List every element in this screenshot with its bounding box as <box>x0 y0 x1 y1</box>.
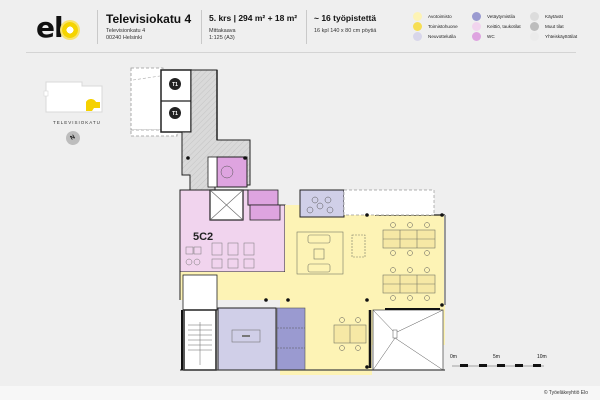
legend-item: Yhteiskäyttötilat <box>530 31 600 41</box>
footer-bar <box>0 386 600 400</box>
scale-tick-0: 0m <box>450 354 457 360</box>
legend-col-2: Vetäytymistila Keittiö, taukotilat WC <box>472 11 542 41</box>
legend-item: Avotoimisto <box>413 11 483 21</box>
legend-item: Vetäytymistila <box>472 11 542 21</box>
legend-item: Keittiö, taukotilat <box>472 21 542 31</box>
legend-item: Käytävät <box>530 11 600 21</box>
legend-item: Neuvottelutila <box>413 31 483 41</box>
address-line2: 00240 Helsinki <box>106 35 143 41</box>
legend-item: Muut tilat <box>530 21 600 31</box>
legend-col-1: Avotoimisto Toimistohuone Neuvottelutila <box>413 11 483 41</box>
scale-label: Mittakaava <box>209 28 236 34</box>
legend-col-3: Käytävät Muut tilat Yhteiskäyttötilat <box>530 11 600 41</box>
svg-text:T1: T1 <box>172 111 178 117</box>
legend-label: Toimistohuone <box>428 23 458 29</box>
scale-bar <box>452 364 544 367</box>
legend-label: Käytävät <box>545 13 563 19</box>
legend-label: Avotoimisto <box>428 13 452 19</box>
street-label: TELEVISIOKATU <box>53 120 101 125</box>
elo-logo: el <box>36 11 64 44</box>
legend-swatch <box>530 31 539 41</box>
logo-text: el <box>36 11 64 44</box>
legend-swatch <box>413 21 422 31</box>
workstations-count: ~ 16 työpistettä <box>314 13 377 23</box>
legend-label: Keittiö, taukotilat <box>487 23 521 29</box>
divider <box>97 10 98 44</box>
scale-tick-5: 5m <box>493 354 500 360</box>
legend-swatch <box>472 31 481 41</box>
legend-swatch <box>530 21 539 31</box>
legend-swatch <box>472 11 481 21</box>
legend-item: Toimistohuone <box>413 21 483 31</box>
legend-label: Vetäytymistila <box>487 13 516 19</box>
address-line1: Televisionkatu 4 <box>106 28 146 34</box>
header-rule-long <box>26 52 576 53</box>
scale-tick-10: 10m <box>537 354 547 360</box>
sun-logo-icon <box>62 22 78 38</box>
room-label-5c2: 5C2 <box>193 231 213 243</box>
legend-swatch <box>413 31 422 41</box>
floor-area: 5. krs | 294 m² + 18 m² <box>209 13 298 23</box>
legend-swatch <box>530 11 539 21</box>
legend-swatch <box>413 11 422 21</box>
legend-label: Muut tilat <box>545 23 564 29</box>
scale-value: 1:125 (A3) <box>209 35 235 41</box>
legend-label: Yhteiskäyttötilat <box>545 33 578 39</box>
page-title: Televisiokatu 4 <box>106 12 192 26</box>
elevator-label: T1 <box>172 82 178 88</box>
divider <box>201 10 202 44</box>
divider <box>306 10 307 44</box>
legend-swatch <box>472 21 481 31</box>
legend-label: WC <box>487 33 495 39</box>
legend-item: WC <box>472 31 542 41</box>
key-map <box>43 81 103 113</box>
legend-label: Neuvottelutila <box>428 33 456 39</box>
workstations-detail: 16 kpl 140 x 80 cm pöytiä <box>314 28 377 34</box>
copyright: © Työeläkeyhtiö Elo <box>543 390 588 396</box>
